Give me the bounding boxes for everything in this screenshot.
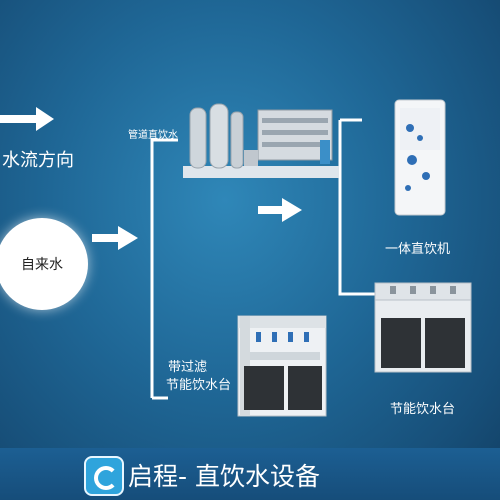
arrow-tap-water [92, 226, 138, 250]
footer-bar [0, 448, 500, 500]
arrow-water-flow [0, 107, 54, 131]
tap-water-label: 自来水 [21, 257, 63, 273]
ro-machine [183, 103, 339, 178]
station-machine-middle [237, 315, 327, 417]
all-in-one-label: 一体直饮机 [385, 242, 451, 257]
energy-station-label: 节能饮水台 [390, 402, 456, 417]
arrow-middle [258, 198, 302, 222]
filter-label-line2: 节能饮水台 [166, 378, 232, 393]
water-flow-label: 水流方向 [2, 150, 74, 171]
dispenser-machine [394, 99, 446, 216]
pipeline-water-label: 管道直饮水 [128, 130, 178, 141]
brand-title: 启程- 直饮水设备 [128, 462, 320, 491]
pipe-network [150, 118, 382, 400]
filter-label-line1: 带过滤 [168, 360, 208, 375]
tap-water-node: 自来水 [0, 218, 88, 310]
brand-logo-icon [84, 456, 124, 496]
station-machine-right [374, 282, 472, 373]
